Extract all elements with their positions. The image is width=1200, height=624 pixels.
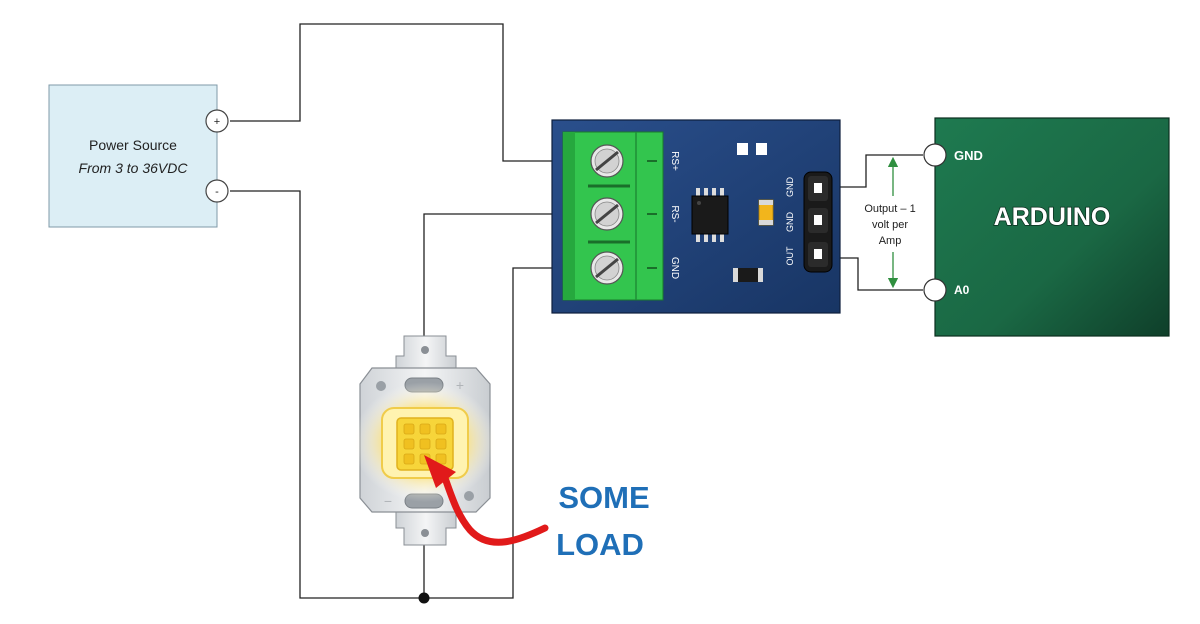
screw-gnd[interactable] xyxy=(590,251,624,285)
arduino-gnd-label: GND xyxy=(954,148,983,163)
screw-rs-plus[interactable] xyxy=(590,144,624,178)
power-source-box xyxy=(48,84,218,228)
capacitor xyxy=(758,199,774,226)
smd-pad-1 xyxy=(737,143,748,155)
minus-terminal[interactable] xyxy=(205,179,229,203)
red-pointer-arrow xyxy=(424,455,549,546)
arduino-a0-pin[interactable] xyxy=(923,278,947,302)
resistor xyxy=(733,268,763,282)
label-header-gnd-2: GND xyxy=(785,212,795,233)
wire-rs-minus-to-load xyxy=(423,213,600,336)
label-gnd-terminal: GND xyxy=(669,257,680,279)
arduino-title: ARDUINO xyxy=(994,203,1111,231)
label-rs-plus: RS+ xyxy=(669,151,680,171)
led-minus-mark: − xyxy=(384,493,392,509)
output-note-line1: Output – 1 xyxy=(864,203,915,215)
led-die-grid xyxy=(403,423,447,465)
label-rs-minus: RS- xyxy=(669,205,680,222)
plus-terminal-label: + xyxy=(214,116,220,128)
minus-terminal-label: - xyxy=(215,186,219,198)
ic-chip xyxy=(691,188,729,242)
led-hole-br xyxy=(464,491,474,501)
led-plus-mark: + xyxy=(456,377,464,393)
terminal-block-edge xyxy=(563,132,575,300)
arduino-gnd-pin[interactable] xyxy=(923,143,947,167)
arduino-pcb xyxy=(934,117,1170,337)
smd-pad-2 xyxy=(756,143,767,155)
output-note-line2: volt per xyxy=(872,219,908,231)
pin-header[interactable] xyxy=(803,171,833,273)
power-source-subtitle: From 3 to 36VDC xyxy=(79,160,189,176)
label-header-out: OUT xyxy=(785,246,795,266)
output-note-line3: Amp xyxy=(879,235,902,247)
screw-rs-minus[interactable] xyxy=(590,197,624,231)
led-top-hole xyxy=(421,346,429,354)
arduino-board: ARDUINO GND A0 xyxy=(923,117,1170,337)
current-sensor-board: RS+ RS- GND xyxy=(551,119,841,314)
arduino-a0-label: A0 xyxy=(954,283,970,297)
wire-plus-to-rs-plus xyxy=(230,23,600,162)
power-source: Power Source From 3 to 36VDC + - xyxy=(48,84,229,228)
load-led: + − xyxy=(353,335,497,546)
output-annotation: Output – 1 volt per Amp xyxy=(864,156,916,289)
wire-gnd-to-arduino xyxy=(818,154,923,188)
label-header-gnd-1: GND xyxy=(785,177,795,198)
power-source-title: Power Source xyxy=(89,137,177,153)
led-bottom-tab xyxy=(395,511,457,546)
load-label-line1: SOME xyxy=(558,480,649,515)
junction-dot xyxy=(418,592,430,604)
load-label-line2: LOAD xyxy=(556,527,644,562)
plus-terminal[interactable] xyxy=(205,109,229,133)
led-hole-tl xyxy=(376,381,386,391)
wire-minus-to-ground-bus xyxy=(230,190,600,599)
led-bottom-hole xyxy=(421,529,429,537)
